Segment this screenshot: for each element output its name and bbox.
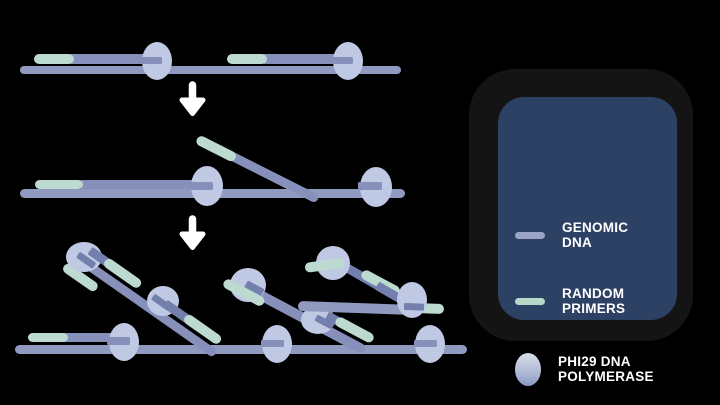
legend-label-phi29-polymerase: PHI29 DNA POLYMERASE: [558, 354, 654, 384]
genomic-dna-strand: [20, 65, 401, 75]
genomic-dna-swatch: [515, 232, 545, 239]
polymerase-slot: [332, 56, 353, 64]
legend-line: PHI29 DNA: [558, 354, 631, 369]
polymerase-slot: [403, 302, 425, 311]
random-primer: [35, 179, 83, 190]
legend-panel: GENOMIC DNA RANDOM PRIMERS PHI29 DNA POL…: [498, 97, 677, 386]
polymerase-slot: [358, 182, 382, 190]
new-strand: [70, 54, 150, 64]
new-strand: [80, 179, 198, 190]
phi29-polymerase-swatch: [515, 353, 541, 386]
legend-item-random-primers: RANDOM PRIMERS: [515, 286, 626, 316]
legend-item-genomic-dna: GENOMIC DNA: [515, 220, 629, 250]
legend-line: PRIMERS: [562, 300, 626, 316]
legend-line: DNA: [562, 234, 592, 250]
polymerase-slot: [261, 339, 284, 348]
phi29-polymerase: [397, 282, 427, 318]
legend-line: POLYMERASE: [558, 368, 654, 384]
polymerase-slot: [107, 337, 130, 345]
new-strand: [263, 54, 341, 64]
polymerase-slot: [141, 56, 162, 64]
legend-label-random-primers: RANDOM PRIMERS: [562, 286, 626, 316]
down-arrow-icon: [177, 215, 208, 253]
random-primer: [227, 54, 267, 64]
down-arrow-icon: [177, 81, 208, 119]
genomic-dna-strand: [15, 345, 467, 354]
legend-line: RANDOM: [562, 286, 625, 301]
random-primers-swatch: [515, 298, 545, 305]
random-primer: [28, 332, 68, 343]
legend-item-phi29-polymerase: PHI29 DNA POLYMERASE: [515, 353, 654, 386]
random-primer: [194, 134, 238, 163]
legend-label-genomic-dna: GENOMIC DNA: [562, 220, 629, 250]
new-strand: [63, 332, 118, 343]
polymerase-slot: [189, 182, 213, 190]
polymerase-slot: [414, 339, 437, 348]
legend-line: GENOMIC: [562, 220, 629, 235]
random-primer: [34, 54, 74, 64]
